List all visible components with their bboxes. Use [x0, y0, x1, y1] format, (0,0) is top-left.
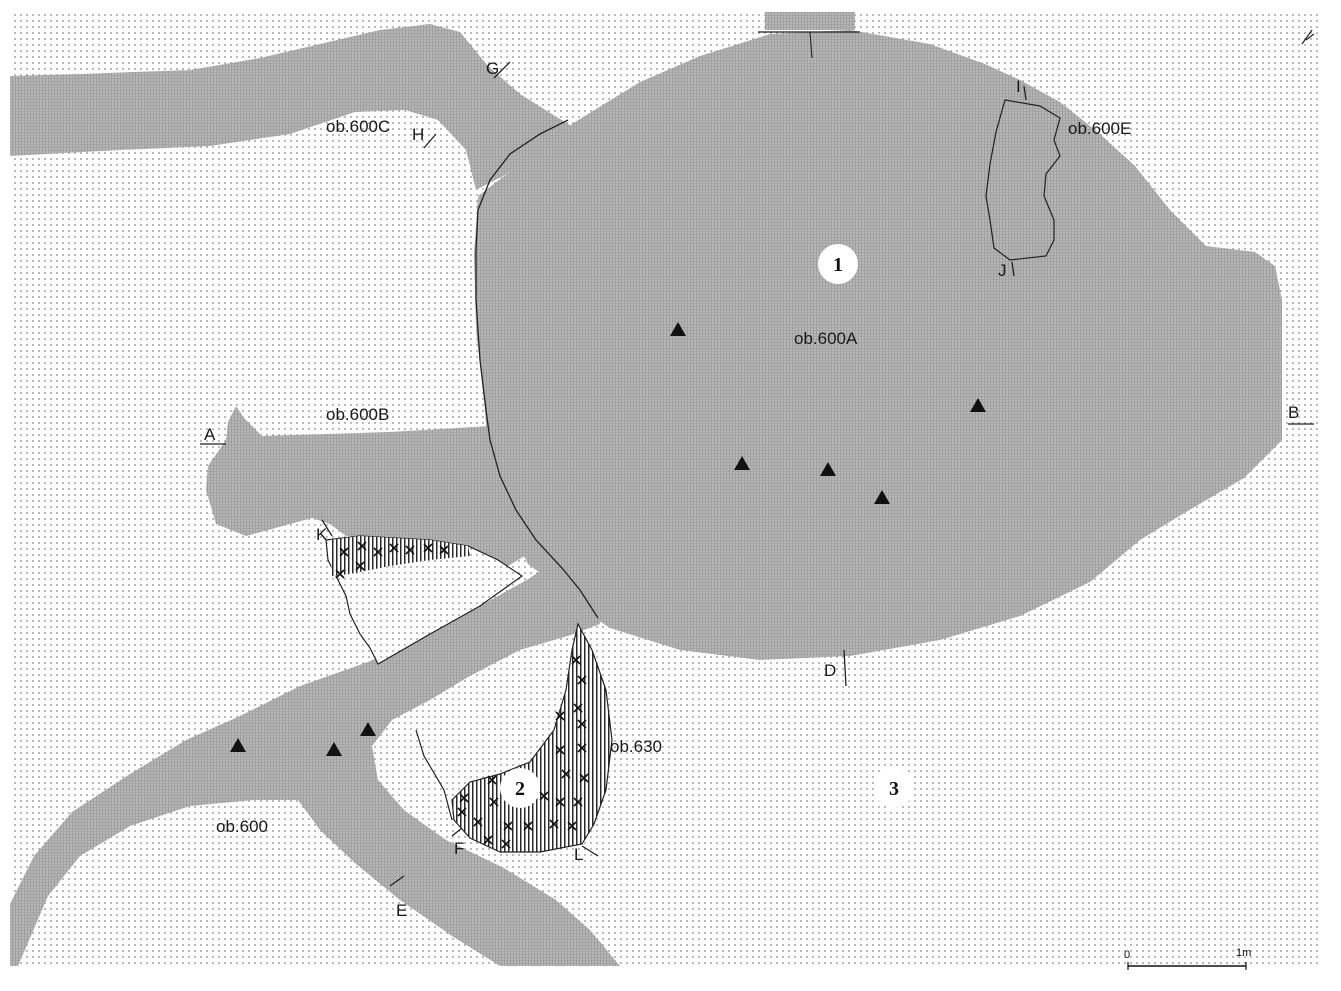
zone-number-3: 3	[889, 778, 899, 800]
label-600E: ob.600E	[1068, 119, 1131, 138]
boundary-line-600A-west	[475, 119, 599, 619]
feature-600A-pit	[474, 30, 1282, 660]
feature-K-hatch	[330, 536, 470, 576]
feature-630-hatched	[451, 622, 613, 853]
triangle-find	[820, 462, 836, 476]
section-point-I: I	[1016, 77, 1021, 96]
feature-600C-channel	[10, 24, 575, 190]
zone-circle-1	[818, 244, 858, 284]
scale-bar: 0 1m	[1124, 947, 1251, 970]
zone-number-1: 1	[833, 254, 843, 276]
section-point-G: G	[486, 59, 499, 78]
section-ticks	[200, 61, 1314, 887]
triangle-find	[874, 490, 890, 504]
top-edge-block	[765, 12, 855, 30]
section-point-B: B	[1288, 403, 1299, 422]
label-600A: ob.600A	[794, 329, 858, 348]
feature-600E-outline	[985, 99, 1061, 261]
north-arrow-icon	[1301, 29, 1315, 45]
feature-600B-extension	[206, 406, 528, 566]
scale-end-label: 1m	[1236, 947, 1251, 959]
label-630: ob.630	[610, 737, 662, 756]
triangle-find	[360, 722, 376, 736]
section-point-J: J	[998, 261, 1007, 280]
zone-circle-2	[500, 768, 540, 808]
boundary-line-top-tick	[809, 31, 813, 59]
finds-triangles	[230, 322, 986, 756]
triangle-find	[734, 456, 750, 470]
feature-630-outline	[415, 729, 453, 821]
section-point-L: L	[574, 845, 583, 864]
label-600B: ob.600B	[326, 405, 389, 424]
section-point-E: E	[396, 901, 407, 920]
triangle-find	[670, 322, 686, 336]
section-point-D: D	[824, 661, 836, 680]
cross-marks-K	[335, 541, 449, 579]
zone-circle-3	[874, 768, 914, 808]
section-point-K: K	[316, 525, 328, 544]
triangle-find	[230, 738, 246, 752]
section-point-H: H	[412, 125, 424, 144]
triangle-find	[970, 398, 986, 412]
triangle-find	[326, 742, 342, 756]
cross-marks-630	[457, 655, 589, 849]
section-point-F: F	[454, 839, 464, 858]
label-600C: ob.600C	[326, 117, 390, 136]
feature-600-channel	[10, 560, 620, 966]
scale-start-label: 0	[1124, 949, 1130, 961]
section-point-A: A	[204, 425, 216, 444]
zone-number-2: 2	[515, 778, 525, 800]
label-600: ob.600	[216, 817, 268, 836]
